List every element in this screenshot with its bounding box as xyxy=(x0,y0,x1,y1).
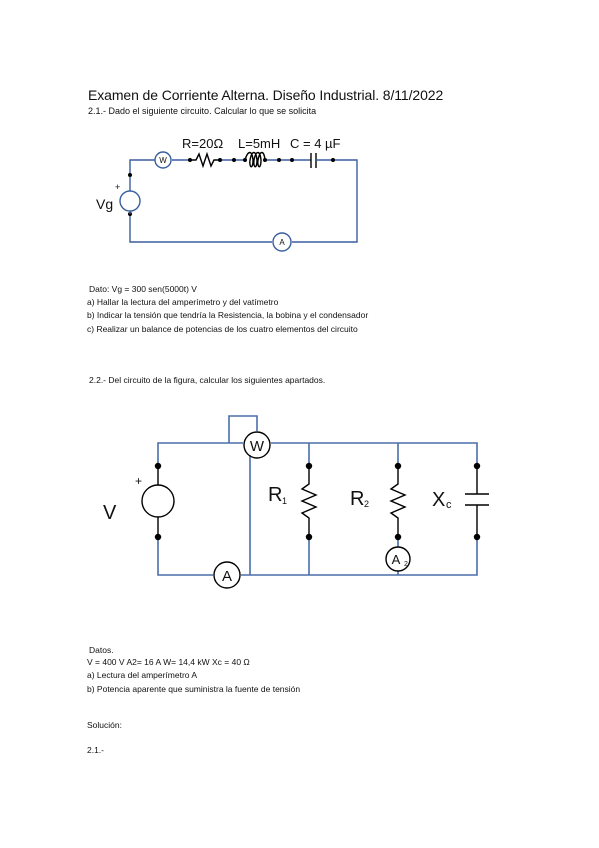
solution-section: 2.1.- xyxy=(87,745,105,755)
source-vg-label: Vg xyxy=(96,196,113,212)
page-title: Examen de Corriente Alterna. Diseño Indu… xyxy=(88,87,444,103)
problem-2-data: V = 400 V A2= 16 A W= 14,4 kW Xc = 40 Ω xyxy=(87,657,250,667)
xc-symbol xyxy=(465,466,489,536)
ammeter-1 xyxy=(272,232,292,252)
wire-top-left xyxy=(129,159,155,175)
svg-text:A: A xyxy=(279,238,285,247)
problem-1-item-a: a) Hallar la lectura del amperímetro y d… xyxy=(87,297,279,307)
svg-text:2: 2 xyxy=(364,499,369,509)
ammeter-a2 xyxy=(385,546,411,572)
wire-bottom xyxy=(129,214,272,243)
problem-2-data-heading: Datos. xyxy=(89,645,114,655)
wire-right xyxy=(292,159,358,243)
r1-label: R xyxy=(268,484,282,506)
svg-text:A: A xyxy=(222,568,232,585)
capacitor-label: C = 4 µF xyxy=(290,136,341,151)
resistor-label: R=20Ω xyxy=(182,136,223,151)
svg-text:2: 2 xyxy=(404,561,408,568)
problem-1-data: Dato: Vg = 300 sen(5000t) V xyxy=(89,284,197,294)
resistor-symbol xyxy=(190,151,220,169)
problem-1-heading: 2.1.- Dado el siguiente circuito. Calcul… xyxy=(88,106,317,116)
r1-symbol xyxy=(300,466,318,536)
wattmeter-2 xyxy=(243,431,271,459)
inductor-symbol xyxy=(244,151,266,168)
problem-2-heading: 2.2.- Del circuito de la figura, calcula… xyxy=(89,375,326,385)
svg-text:W: W xyxy=(250,438,265,455)
ammeter-a xyxy=(213,561,241,589)
source-vg-polarity: + xyxy=(115,182,120,192)
source-v-label: V xyxy=(103,502,117,524)
svg-text:c: c xyxy=(446,499,452,511)
r2-symbol xyxy=(389,466,407,536)
problem-2-item-b: b) Potencia aparente que suministra la f… xyxy=(87,684,301,694)
problem-1-item-b: b) Indicar la tensión que tendría la Res… xyxy=(87,310,369,320)
svg-text:A: A xyxy=(392,552,401,567)
inductor-label: L=5mH xyxy=(238,136,280,151)
r2-label: R xyxy=(350,488,364,510)
wattmeter-1 xyxy=(154,151,172,169)
problem-2-item-a: a) Lectura del amperímetro A xyxy=(87,670,198,680)
source-v-polarity: + xyxy=(135,474,142,488)
svg-text:1: 1 xyxy=(282,496,287,506)
source-v-symbol xyxy=(141,484,175,518)
xc-label: X xyxy=(432,489,445,511)
svg-text:W: W xyxy=(159,156,167,165)
problem-1-item-c: c) Realizar un balance de potencias de l… xyxy=(87,324,358,334)
solution-heading: Solución: xyxy=(87,720,122,730)
